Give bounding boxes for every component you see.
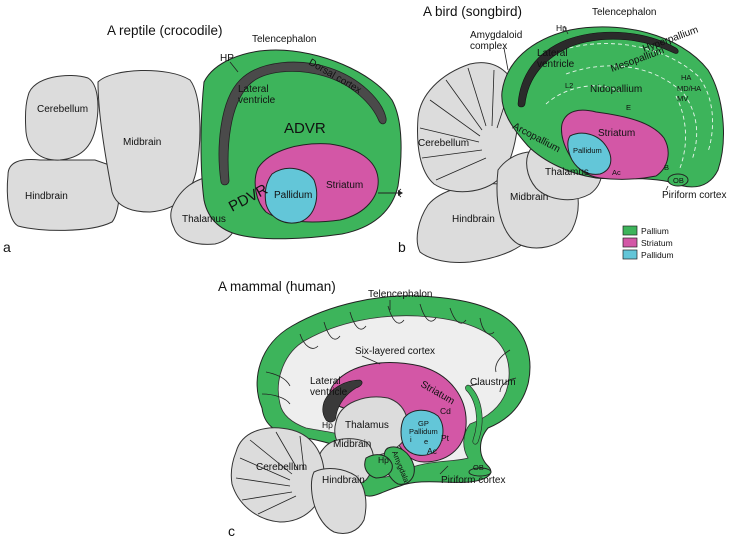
bird-thalamus-label: Thalamus bbox=[545, 167, 589, 178]
panel-a-letter: a bbox=[3, 239, 11, 255]
bird-ac-label: Ac bbox=[612, 168, 621, 177]
bird-ha-label: HA bbox=[681, 73, 691, 82]
bird-ob-label: OB bbox=[673, 176, 684, 185]
legend-label-striatum: Striatum bbox=[641, 238, 673, 248]
legend: Pallium Striatum Pallidum bbox=[622, 225, 674, 260]
human-six-layered-label: Six-layered cortex bbox=[355, 346, 435, 357]
panel-c-title: A mammal (human) bbox=[218, 279, 336, 294]
hindbrain-region bbox=[6, 159, 121, 231]
reptile-pallidum-label: Pallidum bbox=[274, 190, 312, 201]
human-pallidum-label: Pallidum bbox=[409, 427, 438, 436]
human-ac-label: Ac bbox=[427, 446, 438, 456]
human-thalamus-label: Thalamus bbox=[345, 420, 389, 431]
legend-label-pallium: Pallium bbox=[641, 226, 669, 236]
bird-piriform-cortex-label: Piriform cortex bbox=[662, 190, 726, 201]
human-telencephalon-label: Telencephalon bbox=[368, 289, 433, 300]
human-midbrain-label: Midbrain bbox=[333, 439, 371, 450]
panel-b-title: A bird (songbird) bbox=[423, 4, 522, 19]
human-hp-upper-label: Hp bbox=[322, 420, 333, 430]
bird-hindbrain-label: Hindbrain bbox=[452, 214, 495, 225]
panel-a-title: A reptile (crocodile) bbox=[107, 23, 223, 38]
human-cerebellum-label: Cerebellum bbox=[256, 462, 307, 473]
bird-lateral-ventricle-shape bbox=[517, 31, 679, 108]
human-pallidum-region bbox=[400, 409, 444, 456]
hp-leader-line bbox=[229, 61, 239, 73]
bird-ob-region bbox=[667, 173, 689, 187]
human-i-label: i bbox=[410, 435, 412, 444]
human-amygdala-region bbox=[383, 446, 415, 485]
reptile-midbrain-label: Midbrain bbox=[123, 137, 161, 148]
reptile-striatum-label: Striatum bbox=[326, 180, 363, 191]
bird-nidopallium-label: Nidopallium bbox=[590, 84, 642, 95]
panel-b-bird bbox=[416, 25, 724, 263]
human-hindbrain-label: Hindbrain bbox=[322, 475, 365, 486]
panel-b-letter: b bbox=[398, 239, 406, 255]
panel-a-reptile bbox=[6, 49, 403, 245]
legend-swatch-striatum bbox=[622, 237, 638, 248]
bird-hp-label: Hp bbox=[556, 23, 567, 33]
reptile-hindbrain-label: Hindbrain bbox=[25, 191, 68, 202]
panel-c-human bbox=[230, 295, 531, 534]
reptile-thalamus-label: Thalamus bbox=[182, 214, 226, 225]
legend-label-pallidum: Pallidum bbox=[641, 250, 674, 260]
reptile-telencephalon-label: Telencephalon bbox=[252, 34, 317, 45]
human-lateral-ventricle-shape bbox=[322, 379, 363, 423]
bird-l2-label: L2 bbox=[565, 81, 573, 90]
human-claustrum-band bbox=[465, 384, 483, 445]
legend-swatch-pallidum bbox=[622, 249, 638, 260]
human-cd-label: Cd bbox=[440, 406, 451, 416]
bird-pallidum-label: Pallidum bbox=[573, 146, 602, 155]
bird-striatum-label: Striatum bbox=[598, 128, 635, 139]
reptile-cerebellum-label: Cerebellum bbox=[37, 104, 88, 115]
panel-c-letter: c bbox=[228, 523, 235, 539]
bird-telencephalon-pallium bbox=[501, 26, 724, 188]
human-leader-lines bbox=[361, 300, 479, 475]
reptile-advr-label: ADVR bbox=[284, 120, 326, 137]
human-gp-label: GP bbox=[418, 419, 429, 428]
human-hp-lower-region bbox=[364, 454, 393, 479]
reptile-hp-label: HP bbox=[220, 53, 234, 64]
cortical-sulci bbox=[261, 303, 517, 405]
bird-pallidum-region bbox=[567, 132, 612, 175]
bird-lamina-dashes bbox=[545, 43, 713, 169]
bird-midbrain-label: Midbrain bbox=[510, 192, 548, 203]
human-cerebellum-folia bbox=[235, 431, 305, 515]
bird-e-label: E bbox=[626, 103, 631, 112]
cerebellum-region bbox=[24, 75, 99, 161]
human-piriform-cortex-label: Piriform cortex bbox=[441, 475, 505, 486]
human-pt-label: Pt bbox=[441, 433, 450, 443]
bird-mdha-label: MD/HA bbox=[677, 84, 701, 93]
bird-telencephalon-label: Telencephalon bbox=[592, 7, 657, 18]
human-hp-lower-label: Hp bbox=[378, 455, 389, 465]
pallidum-region bbox=[264, 167, 318, 224]
bird-mv-label: MV bbox=[677, 94, 688, 103]
human-hindbrain-region bbox=[310, 468, 367, 534]
output-arrow-tail bbox=[398, 188, 402, 198]
human-claustrum-label: Claustrum bbox=[470, 377, 516, 388]
human-ob-label: OB bbox=[473, 463, 484, 472]
legend-swatch-pallium bbox=[622, 225, 638, 236]
bird-leader-lines bbox=[503, 25, 669, 191]
bird-b-label: B bbox=[664, 163, 669, 172]
human-e-label: e bbox=[424, 437, 428, 446]
human-ob-region bbox=[468, 467, 492, 477]
lateral-ventricle-shape bbox=[218, 61, 387, 186]
bird-cerebellum-label: Cerebellum bbox=[418, 138, 469, 149]
